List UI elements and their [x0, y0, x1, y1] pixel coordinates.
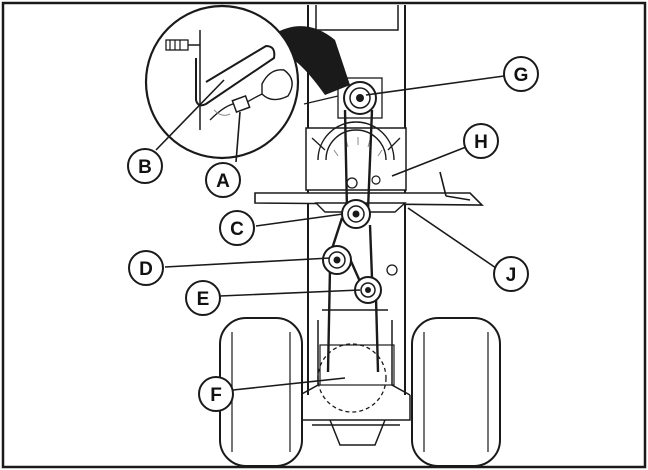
callout-h: H: [463, 123, 499, 159]
callout-f-label: F: [210, 385, 222, 406]
callout-g: G: [503, 56, 539, 92]
callout-b: B: [127, 148, 163, 184]
callout-c: C: [219, 210, 255, 246]
idler-pulley-c: [341, 199, 371, 229]
callout-j: J: [493, 256, 529, 292]
clutch-bracket-plate: [305, 121, 407, 191]
callout-d: D: [128, 250, 164, 286]
callout-e-label: E: [197, 289, 210, 310]
callout-a: A: [205, 162, 241, 198]
callout-d-label: D: [139, 259, 153, 280]
leader-lines: [155, 75, 505, 391]
idler-pulley-e: [354, 264, 398, 304]
callout-a-label: A: [216, 171, 230, 192]
engine-pulley-g: [303, 77, 383, 119]
transmission-pulley-outline: [317, 343, 387, 413]
right-rear-wheel: [411, 317, 501, 467]
magnifier-connector: [272, 26, 350, 95]
callout-e: E: [185, 280, 221, 316]
idler-pulley-d: [322, 245, 352, 275]
callout-f: F: [198, 376, 234, 412]
callout-h-label: H: [474, 132, 488, 153]
callout-g-label: G: [514, 65, 529, 86]
callout-b-label: B: [138, 157, 152, 178]
callout-c-label: C: [230, 219, 244, 240]
callout-j-label: J: [506, 265, 517, 286]
